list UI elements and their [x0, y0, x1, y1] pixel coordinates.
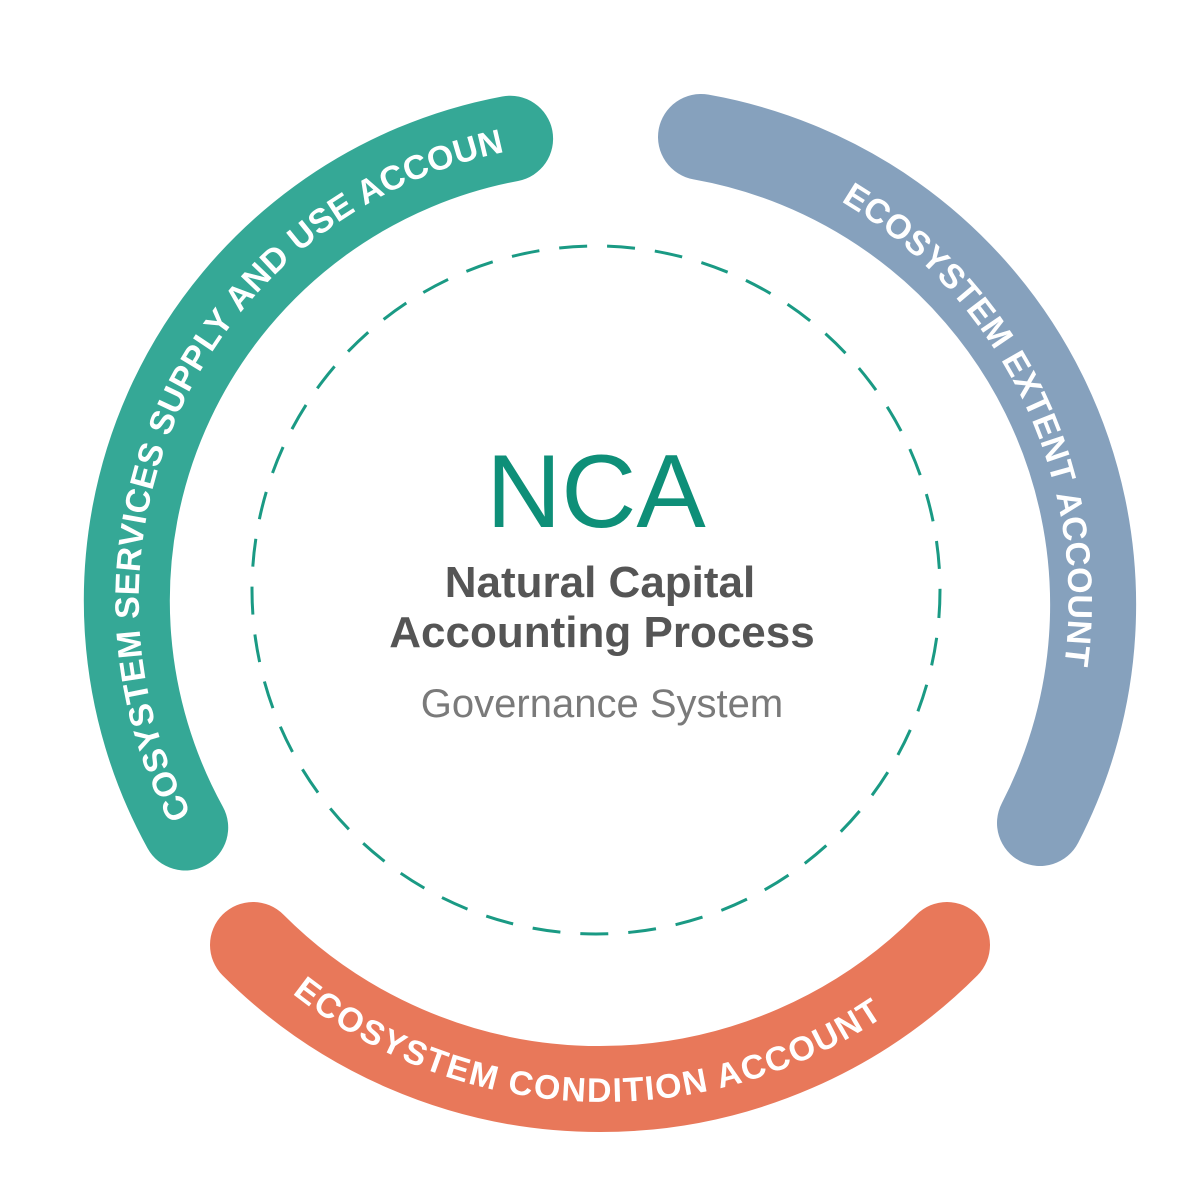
arc-extent — [658, 94, 1137, 866]
center-subtitle: Governance System — [421, 682, 783, 726]
dashed-inner-circle — [250, 244, 942, 936]
center-abbreviation: NCA — [486, 434, 706, 550]
center-title-line1: Natural Capital — [445, 558, 756, 607]
arc-condition — [210, 902, 990, 1133]
arc-supply-use — [83, 95, 554, 871]
center-title-line2: Accounting Process — [389, 608, 814, 657]
